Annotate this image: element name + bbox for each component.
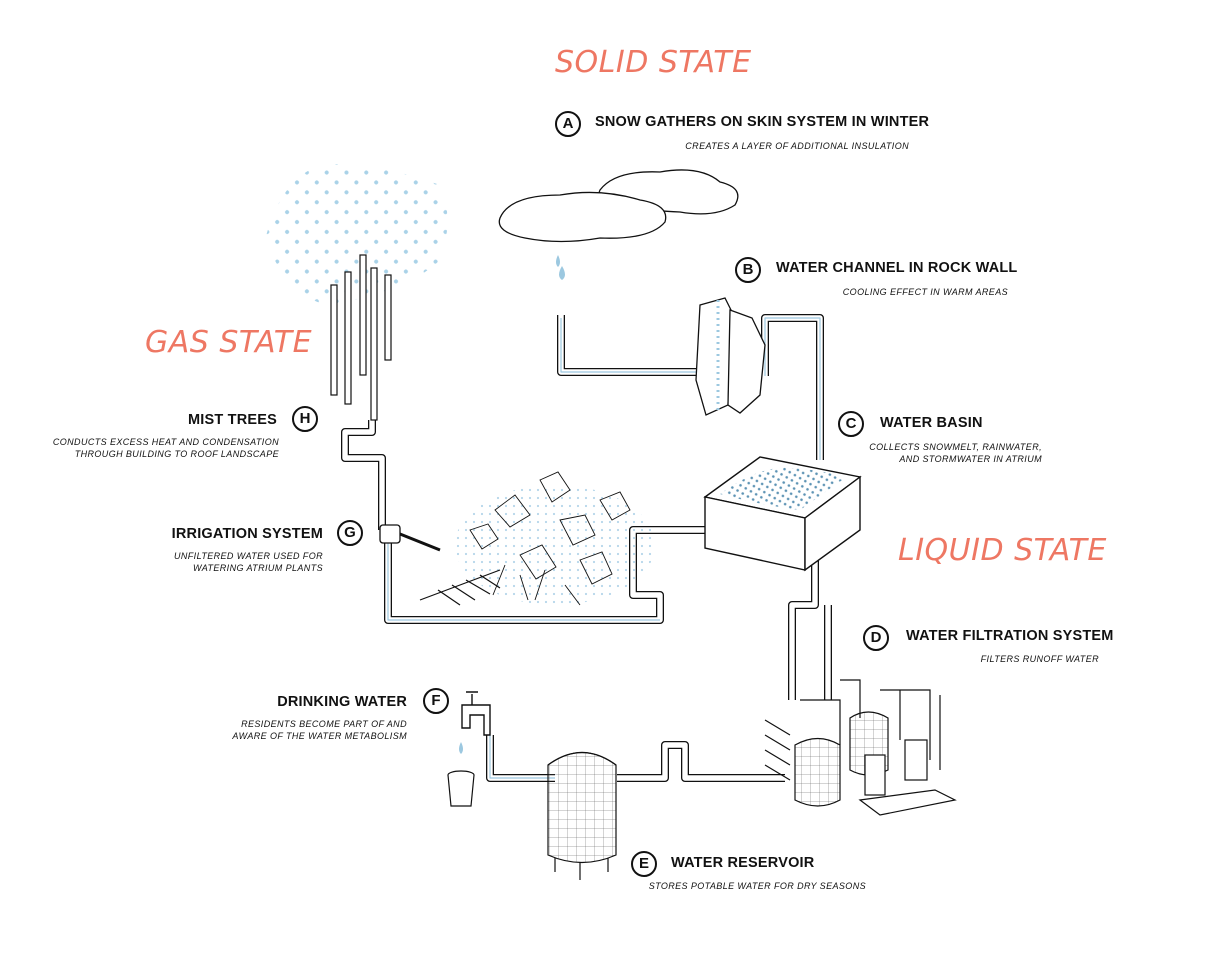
step-b-desc: COOLING EFFECT IN WARM AREAS [842,287,1008,297]
step-g-badge: G [337,520,363,546]
step-h-desc-1: CONDUCTS EXCESS HEAT AND CONDENSATION [52,437,279,447]
step-c-desc-2: AND STORMWATER IN ATRIUM [899,454,1042,464]
cup-icon [447,770,475,807]
step-c-desc-1: COLLECTS SNOWMELT, RAINWATER, [869,442,1042,452]
drinking-tap-icon [459,691,491,754]
irrigation-pump-icon [379,524,441,552]
step-d-badge: D [863,625,889,651]
rock-wall-icon [695,297,766,416]
step-f-desc-2: AWARE OF THE WATER METABOLISM [232,731,407,741]
filtration-unit-icon [764,679,957,816]
step-b-badge: B [735,257,761,283]
pipe-network [341,314,832,782]
step-g-desc-1: UNFILTERED WATER USED FOR [173,551,323,561]
step-h-title: MIST TREES [187,412,277,428]
step-c-title: WATER BASIN [880,415,983,431]
step-c-badge: C [838,411,864,437]
reservoir-tank-icon [547,752,617,880]
step-a-badge: A [555,111,581,137]
liquid-state-label: LIQUID STATE [898,533,1107,568]
step-h-badge: H [292,406,318,432]
step-g-desc-2: WATERING ATRIUM PLANTS [193,563,323,573]
step-a-title: SNOW GATHERS ON SKIN SYSTEM IN WINTER [595,114,930,130]
gas-state-label: GAS STATE [145,325,313,360]
step-e-title: WATER RESERVOIR [671,855,815,871]
step-f-title: DRINKING WATER [277,694,407,710]
step-d-desc: FILTERS RUNOFF WATER [980,654,1099,664]
step-d-title: WATER FILTRATION SYSTEM [906,628,1114,644]
step-h-desc-2: THROUGH BUILDING TO ROOF LANDSCAPE [74,449,279,459]
snow-cloud-icon [498,169,739,280]
step-g-title: IRRIGATION SYSTEM [171,526,323,542]
step-b-title: WATER CHANNEL IN ROCK WALL [776,260,1018,276]
step-e-badge: E [631,851,657,877]
step-f-desc-1: RESIDENTS BECOME PART OF AND [241,719,407,729]
step-e-desc: STORES POTABLE WATER FOR DRY SEASONS [648,881,866,891]
atrium-plants-icon [379,471,655,606]
mist-tree-poles [330,254,392,421]
mist-cloud [265,164,448,305]
water-basin-icon [703,456,862,572]
step-a-desc: CREATES A LAYER OF ADDITIONAL INSULATION [685,141,909,151]
solid-state-label: SOLID STATE [555,45,752,80]
step-f-badge: F [423,688,449,714]
